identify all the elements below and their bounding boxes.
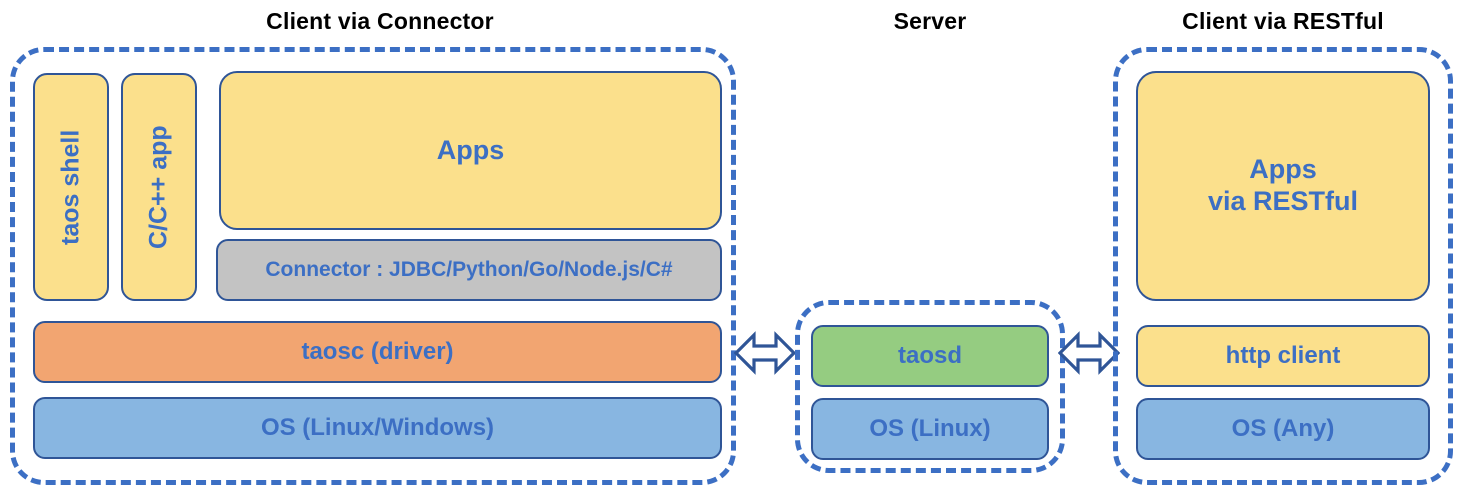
double-headed-arrow-left — [733, 327, 797, 379]
box-os-linux-windows[interactable]: OS (Linux/Windows) — [33, 397, 722, 459]
apps-restful-line-2: via RESTful — [1207, 186, 1359, 216]
box-http-client[interactable]: http client — [1136, 325, 1430, 387]
box-apps[interactable]: Apps — [219, 71, 722, 230]
box-connector[interactable]: Connector : JDBC/Python/Go/Node.js/C# — [216, 239, 722, 301]
box-os-any[interactable]: OS (Any) — [1136, 398, 1430, 460]
group-client-via-connector — [10, 47, 736, 485]
group-server — [795, 300, 1065, 473]
group-client-via-restful — [1113, 47, 1453, 485]
box-taosc-driver[interactable]: taosc (driver) — [33, 321, 722, 383]
box-c-cpp-app[interactable]: C/C++ app — [121, 73, 197, 301]
box-os-linux[interactable]: OS (Linux) — [811, 398, 1049, 460]
box-taos-shell[interactable]: taos shell — [33, 73, 109, 301]
apps-restful-line-1: Apps — [1249, 154, 1317, 185]
section-title-client-connector: Client via Connector — [266, 8, 494, 34]
double-headed-arrow-right — [1057, 327, 1121, 379]
box-taosd[interactable]: taosd — [811, 325, 1049, 387]
section-title-server: Server — [893, 8, 967, 34]
box-apps-via-restful[interactable]: Apps via RESTful — [1136, 71, 1430, 301]
section-title-client-restful: Client via RESTful — [1182, 8, 1384, 34]
